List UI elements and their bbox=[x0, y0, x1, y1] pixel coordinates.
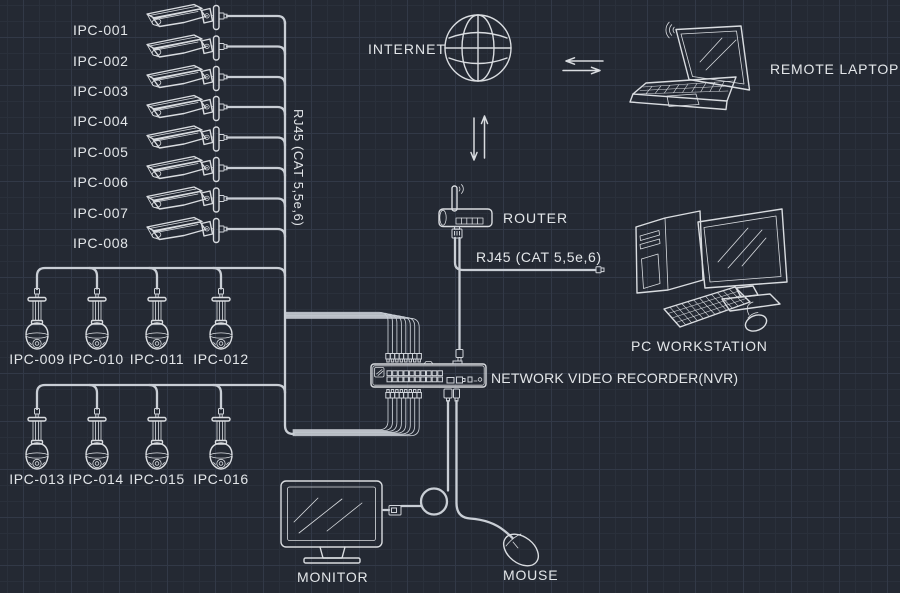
router-icon bbox=[438, 184, 493, 228]
bullet-camera-label-4: IPC-004 bbox=[73, 113, 129, 129]
bullet-camera-label-8: IPC-008 bbox=[73, 235, 129, 251]
dome-camera-icons-row1 bbox=[25, 287, 233, 350]
router-pc-cable-label: RJ45 (CAT 5,5e,6) bbox=[476, 249, 602, 265]
dome-camera-label-13: IPC-013 bbox=[9, 471, 65, 487]
nvr-icon bbox=[370, 360, 487, 388]
dome-rail-1-drops bbox=[87, 266, 223, 290]
dome-camera-label-14: IPC-014 bbox=[68, 471, 124, 487]
dome-camera-label-9: IPC-009 bbox=[9, 351, 65, 367]
monitor-label: MONITOR bbox=[297, 569, 369, 585]
pc-workstation-label: PC WORKSTATION bbox=[631, 338, 768, 354]
pc-monitor bbox=[697, 208, 788, 289]
dome-camera-icons-row2 bbox=[25, 407, 233, 470]
internet-label: INTERNET bbox=[368, 41, 446, 57]
bullet-camera-label-7: IPC-007 bbox=[73, 204, 129, 221]
bullet-camera-label-2: IPC-002 bbox=[73, 52, 129, 69]
pc-cable-plug bbox=[595, 266, 605, 274]
dome-rail-2-drops bbox=[87, 383, 223, 410]
dome-camera-label-12: IPC-012 bbox=[193, 351, 249, 367]
wifi-signal-icon bbox=[665, 21, 675, 39]
dome-camera-label-15: IPC-015 bbox=[129, 471, 185, 487]
pc-mouse bbox=[744, 314, 768, 332]
nvr-label: NETWORK VIDEO RECORDER(NVR) bbox=[491, 370, 739, 386]
remote-laptop-icon bbox=[629, 21, 751, 111]
mouse-label: MOUSE bbox=[503, 567, 559, 583]
internet-globe-icon bbox=[444, 14, 512, 82]
bullet-camera-label-6: IPC-006 bbox=[73, 174, 129, 190]
camera-trunk-cable bbox=[283, 20, 295, 436]
dome-rail-1 bbox=[35, 266, 287, 291]
router-plug bbox=[451, 226, 463, 239]
nvr-top-cable-bundle bbox=[285, 311, 422, 363]
dome-camera-icon bbox=[25, 287, 49, 350]
bullet-camera-label-5: IPC-005 bbox=[73, 143, 129, 160]
dome-camera-label-11: IPC-011 bbox=[129, 351, 185, 367]
exchange-arrows-icon bbox=[562, 57, 604, 75]
dome-camera-label-10: IPC-010 bbox=[68, 351, 124, 367]
bullet-camera-icon bbox=[146, 3, 220, 31]
bullet-camera-label-3: IPC-003 bbox=[73, 83, 129, 99]
mouse-icon bbox=[502, 533, 540, 567]
bullet-camera-cables bbox=[218, 12, 287, 239]
cable-coil bbox=[419, 487, 449, 516]
remote-laptop-label: REMOTE LAPTOP bbox=[770, 61, 900, 77]
nvr-port-grid bbox=[386, 370, 443, 383]
nvr-uplink-plug bbox=[455, 349, 464, 362]
trunk-cable-label: RJ45 (CAT 5,5e,6) bbox=[291, 109, 306, 227]
pc-keyboard bbox=[663, 286, 751, 328]
bullet-camera-label-1: IPC-001 bbox=[73, 22, 129, 38]
router-antenna bbox=[451, 185, 458, 212]
dome-camera-label-16: IPC-016 bbox=[193, 471, 249, 487]
pc-workstation-icon bbox=[635, 208, 788, 332]
updown-arrows-icon bbox=[470, 115, 489, 161]
router-to-pc-cable bbox=[453, 236, 597, 272]
router-label: ROUTER bbox=[503, 210, 569, 226]
monitor-icon bbox=[280, 480, 383, 564]
mouse-cable bbox=[453, 388, 514, 540]
dome-rail-2 bbox=[35, 383, 287, 411]
nvr-bottom-cable-bundle bbox=[292, 389, 422, 437]
bullet-camera-icons bbox=[146, 3, 220, 244]
wifi-signal-icon bbox=[458, 184, 464, 194]
pc-tower bbox=[635, 210, 704, 294]
monitor-cable bbox=[382, 388, 453, 516]
